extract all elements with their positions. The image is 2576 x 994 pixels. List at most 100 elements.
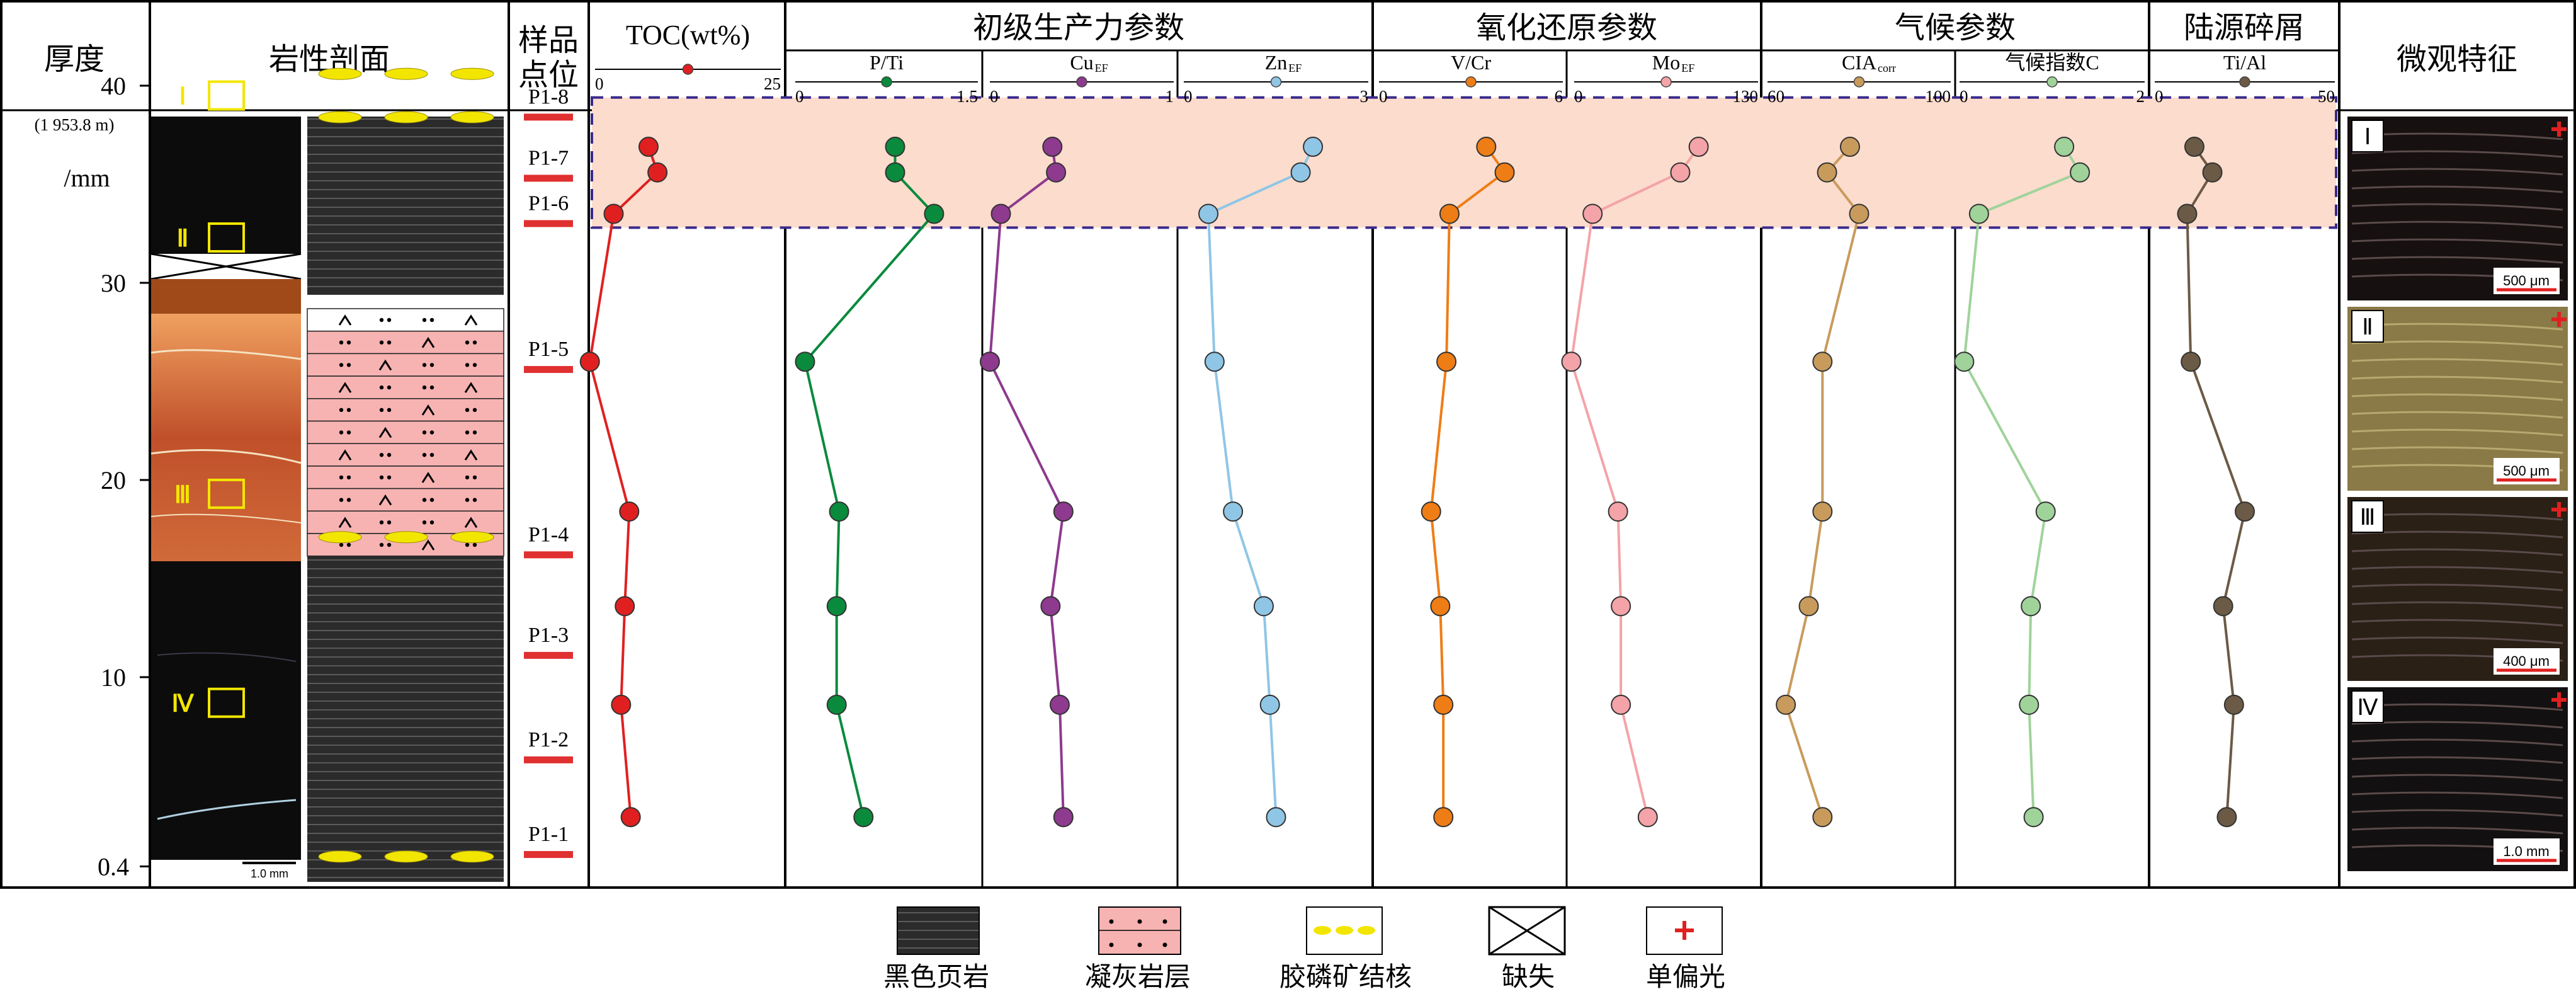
panel-data-point [620,807,641,828]
sample-label: P1-5 [528,338,569,361]
panel-data-point [1776,694,1796,715]
tuff-bed [307,308,504,332]
tuff-dot [429,520,434,525]
depth-top-label: (1 953.8 m) [35,115,115,134]
panel-data-point [1798,596,1819,617]
tuff-dot [465,430,470,435]
panel-data-point [2213,596,2233,617]
panel-data-point [2181,351,2201,372]
highlight-band-layer [591,96,2337,229]
tuff-dot [379,385,384,390]
tuff-dot [379,475,384,480]
panel-tick-min: 0 [1574,87,1583,106]
tuff-dot [346,363,351,367]
micro-texture [2351,358,2563,366]
sample-marker [524,366,573,374]
missing-cross-swatch: 缺失 [1488,906,1566,992]
panel-data-point [1812,351,1833,372]
tuff-swatch-dot [1162,919,1167,924]
tuff-dot [422,385,427,390]
micro-texture [2351,619,2563,627]
micro-scale-label: 500 μm [2503,463,2550,479]
collophane-nodule [318,67,362,80]
micro-texture [2351,826,2563,835]
panel-legend-glyph [2046,76,2058,88]
tuff-dot [422,430,427,435]
redox-header: 氧化还原参数 [1476,10,1657,45]
tuff-dot [387,475,392,480]
tuff-dot [429,453,434,457]
tuff-dot [472,475,477,480]
nodule-glyph [1358,926,1375,935]
core-marker-label: Ⅲ [174,482,191,508]
micro-texture [2351,203,2563,211]
panel-series-line [588,146,659,818]
tuff-dot [346,408,351,412]
tuff-dot [379,542,384,547]
black-shale-lower [307,556,504,882]
panel-data-point [1611,596,1631,617]
tuff-dot [346,340,351,345]
tuff-dot [422,317,427,323]
nodule-layer [318,67,494,863]
panel-data-point [1198,203,1219,224]
tuff-dot [465,498,470,502]
depth-header: 厚度 [44,42,105,77]
panel-legend-glyph [1465,76,1477,88]
panel-data-point [647,162,668,183]
panel-data-point [1812,807,1833,828]
panel-data-point [1223,501,1244,522]
panel-axis-label: CIA [1842,51,1876,74]
tuff-dot [339,498,344,502]
tuff-dot [346,475,351,480]
missing-cross [1489,906,1565,956]
micro-texture [2351,411,2563,419]
panel-series-line [1429,146,1507,818]
tuff-bed [307,375,504,399]
nodule-glyph [1314,926,1331,935]
tuff-dot [387,520,392,525]
sample-marker [524,756,573,763]
panel-series-line [1570,146,1700,818]
panel-data-point [1253,596,1274,617]
tuff-swatch-dot [1137,919,1142,924]
tuff-dot [472,408,477,412]
tuff-dot [387,408,392,412]
panel-legend-glyph [1660,76,1672,88]
panel-data-point [638,137,659,157]
panel-tick-min: 0 [595,74,604,93]
panel-data-point [1954,351,1975,372]
micro-label: Ⅲ [2360,505,2376,530]
panel-data-point [1608,501,1628,522]
panel-data-point [2070,162,2091,183]
tuff-caret [338,382,352,393]
panel-series-line [1784,146,1861,818]
tuff-dot [379,317,384,323]
core-marker-label: Ⅰ [179,84,186,110]
panel-axis-label: 气候指数C [2005,51,2099,74]
tuff-dot [429,317,434,323]
core-photo: 1.0 mm [150,117,302,883]
tuff-swatch-dot [1109,942,1114,947]
tuff-caret [464,382,478,393]
tuff-swatch: 凝灰岩层 [1085,906,1191,992]
tuff-dot [465,340,470,345]
panel-tick-max: 1 [1166,87,1174,106]
tuff-caret [378,494,392,506]
tuff-dot [472,340,477,345]
panel-legend-glyph [881,76,892,88]
tuff-caret [421,539,435,551]
tuff-dot [422,520,427,525]
tuff-bed [307,510,504,534]
panel-tick-min: 0 [1960,87,1968,106]
panel-data-point [853,807,874,828]
panel-series-line [988,146,1065,818]
collophane-nodule [318,531,362,544]
collophane-nodule [384,67,428,80]
panel-tick-max: 3 [1360,87,1369,106]
panel-7: 气候指数C 0 2 [1954,51,2145,828]
panel-tick-max: 2 [2136,87,2145,106]
panel-data-point [579,351,600,372]
panel-data-point [829,501,849,522]
